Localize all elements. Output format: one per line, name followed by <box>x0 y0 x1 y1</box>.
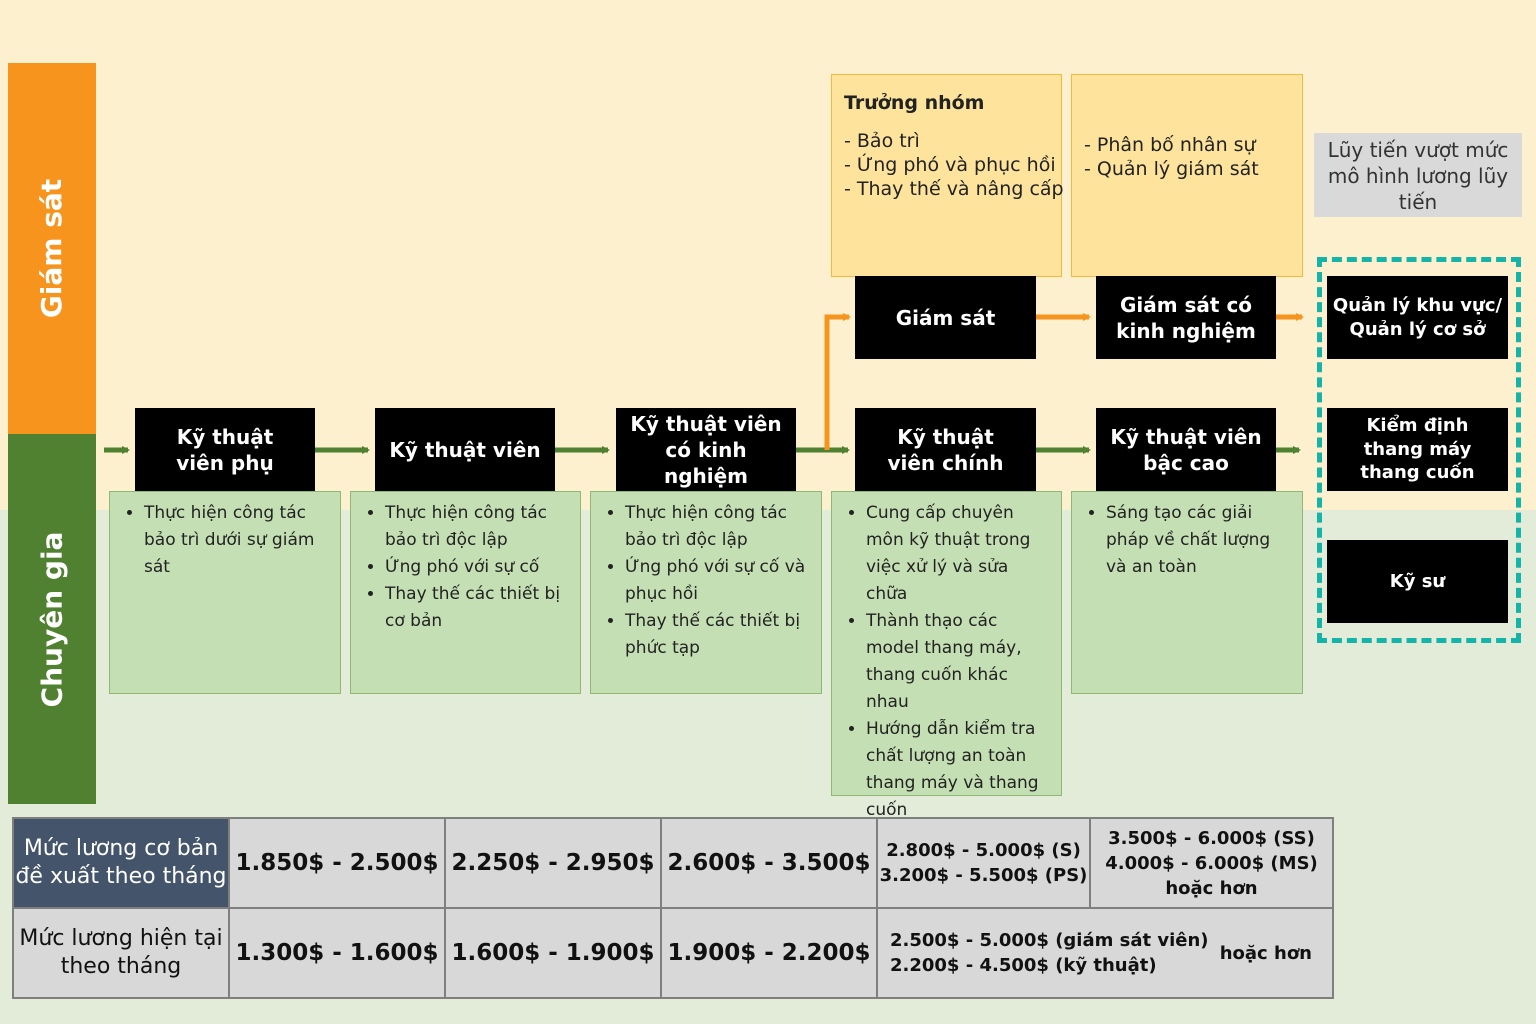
list-item: Thực hiện công tác bảo trì dưới sự giám … <box>144 500 330 581</box>
list-item: Cung cấp chuyên môn kỹ thuật trong việc … <box>866 500 1051 608</box>
role-technician: Kỹ thuật viên <box>375 408 555 491</box>
beyond-progression-frame <box>1317 257 1521 643</box>
table-cell: 2.250$ - 2.950$ <box>444 817 662 909</box>
role-senior-supervisor: Giám sát có kinh nghiệm <box>1096 276 1276 359</box>
table-cell: 1.850$ - 2.500$ <box>228 817 446 909</box>
table-cell: 2.500$ - 5.000$ (giám sát viên) 2.200$ -… <box>876 907 1334 999</box>
progression-note: Lũy tiến vượt mức mô hình lương lũy tiến <box>1314 133 1522 217</box>
salary-table: Mức lương cơ bản đề xuất theo tháng 1.85… <box>12 817 1334 999</box>
role-senior-technician: Kỹ thuật viên bậc cao <box>1096 408 1276 491</box>
list-item: Ứng phó với sự cố và phục hồi <box>625 554 811 608</box>
description-experienced-technician: Thực hiện công tác bảo trì độc lập Ứng p… <box>590 491 822 694</box>
description-technician: Thực hiện công tác bảo trì độc lập Ứng p… <box>350 491 581 694</box>
proposed-salary-label: Mức lương cơ bản đề xuất theo tháng <box>12 817 230 909</box>
table-row-proposed: Mức lương cơ bản đề xuất theo tháng 1.85… <box>12 817 1334 909</box>
table-cell: 1.300$ - 1.600$ <box>228 907 446 999</box>
team-lead-box: Trưởng nhóm - Bảo trì - Ứng phó và phục … <box>831 74 1064 277</box>
current-salary-label: Mức lương hiện tại theo tháng <box>12 907 230 999</box>
table-cell: 3.500$ - 6.000$ (SS) 4.000$ - 6.000$ (MS… <box>1089 817 1334 909</box>
sidebar-expert: Chuyên gia <box>8 434 96 804</box>
list-item: Ứng phó với sự cố <box>385 554 570 581</box>
sidebar-supervision: Giám sát <box>8 63 96 434</box>
description-assistant-technician: Thực hiện công tác bảo trì dưới sự giám … <box>109 491 341 694</box>
role-engineer: Kỹ sư <box>1327 540 1508 623</box>
list-item: Thay thế các thiết bị phức tạp <box>625 608 811 662</box>
table-cell: 2.800$ - 5.000$ (S) 3.200$ - 5.500$ (PS) <box>876 817 1091 909</box>
list-item: Thành thạo các model thang máy, thang cu… <box>866 608 1051 716</box>
arrow-layer <box>104 313 1304 454</box>
table-row-current: Mức lương hiện tại theo tháng 1.300$ - 1… <box>12 907 1334 999</box>
description-principal-technician: Cung cấp chuyên môn kỹ thuật trong việc … <box>831 491 1062 820</box>
table-cell: 1.900$ - 2.200$ <box>660 907 878 999</box>
list-item: Hướng dẫn kiểm tra chất lượng an toàn th… <box>866 716 1051 824</box>
arrow-orange-branch <box>824 313 851 450</box>
role-area-manager: Quản lý khu vực/ Quản lý cơ sở <box>1327 276 1508 359</box>
senior-duties-box: - Phân bố nhân sự - Quản lý giám sát <box>1071 74 1303 277</box>
table-cell: 2.600$ - 3.500$ <box>660 817 878 909</box>
role-elevator-inspector: Kiểm định thang máy thang cuốn <box>1327 408 1508 491</box>
role-assistant-technician: Kỹ thuật viên phụ <box>135 408 315 491</box>
description-senior-technician: Sáng tạo các giải pháp về chất lượng và … <box>1071 491 1303 694</box>
role-principal-technician: Kỹ thuật viên chính <box>855 408 1036 491</box>
role-supervisor: Giám sát <box>855 276 1036 359</box>
list-item: Thực hiện công tác bảo trì độc lập <box>385 500 570 554</box>
list-item: Thay thế các thiết bị cơ bản <box>385 581 570 635</box>
list-item: Sáng tạo các giải pháp về chất lượng và … <box>1106 500 1292 581</box>
role-experienced-technician: Kỹ thuật viên có kinh nghiệm <box>616 408 796 491</box>
list-item: Thực hiện công tác bảo trì độc lập <box>625 500 811 554</box>
table-cell: 1.600$ - 1.900$ <box>444 907 662 999</box>
